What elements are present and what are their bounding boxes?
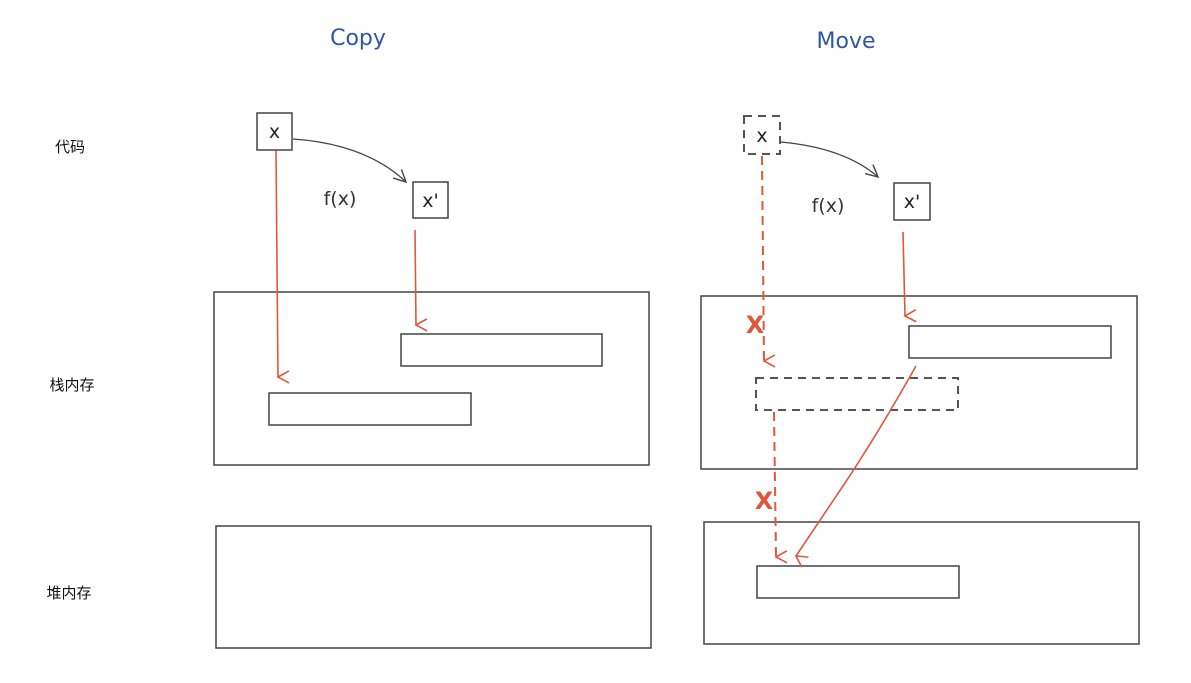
- move-fx-arrow: [780, 141, 880, 179]
- row-label-heap: 堆内存: [46, 584, 91, 602]
- move-title: Move: [817, 29, 876, 54]
- move-arrow-stack-to-heap: [794, 365, 917, 568]
- move-arrow-x-to-stack-invalid: [761, 155, 776, 368]
- move-var-x-prime-box: [893, 182, 931, 221]
- move-func-label: f(x): [812, 195, 845, 217]
- row-label-stack: 栈内存: [49, 376, 94, 394]
- copy-arrow-x-to-stack: [275, 149, 290, 384]
- copy-heap-region: [215, 525, 652, 649]
- copy-func-label: f(x): [324, 188, 357, 210]
- move-stack-slot-x-prime: [908, 325, 1112, 359]
- copy-stack-region: [213, 291, 650, 466]
- copy-var-x-label: x: [269, 121, 280, 143]
- copy-var-x-prime-label: x': [422, 190, 438, 212]
- copy-title: Copy: [330, 26, 386, 51]
- copy-stack-slot-x-prime: [400, 333, 603, 367]
- move-var-x-prime-label: x': [904, 191, 920, 213]
- copy-var-x-box: [256, 112, 293, 151]
- row-label-code: 代码: [55, 138, 85, 156]
- copy-var-x-prime-box: [412, 181, 449, 219]
- move-arrow-x-prime-to-stack: [902, 231, 917, 323]
- copy-stack-slot-x: [268, 392, 472, 426]
- move-var-x-label: x: [756, 125, 767, 147]
- move-invalid-mark-2: X: [755, 487, 774, 515]
- copy-fx-arrow: [292, 138, 408, 184]
- copy-arrow-x-prime-to-stack: [414, 229, 428, 332]
- move-arrow-stack-to-heap-invalid: [773, 411, 788, 564]
- move-var-x-box-invalid: [743, 115, 781, 155]
- move-heap-slot: [756, 565, 960, 599]
- move-invalid-mark-1: X: [746, 311, 765, 339]
- move-stack-slot-x-invalid: [755, 377, 959, 411]
